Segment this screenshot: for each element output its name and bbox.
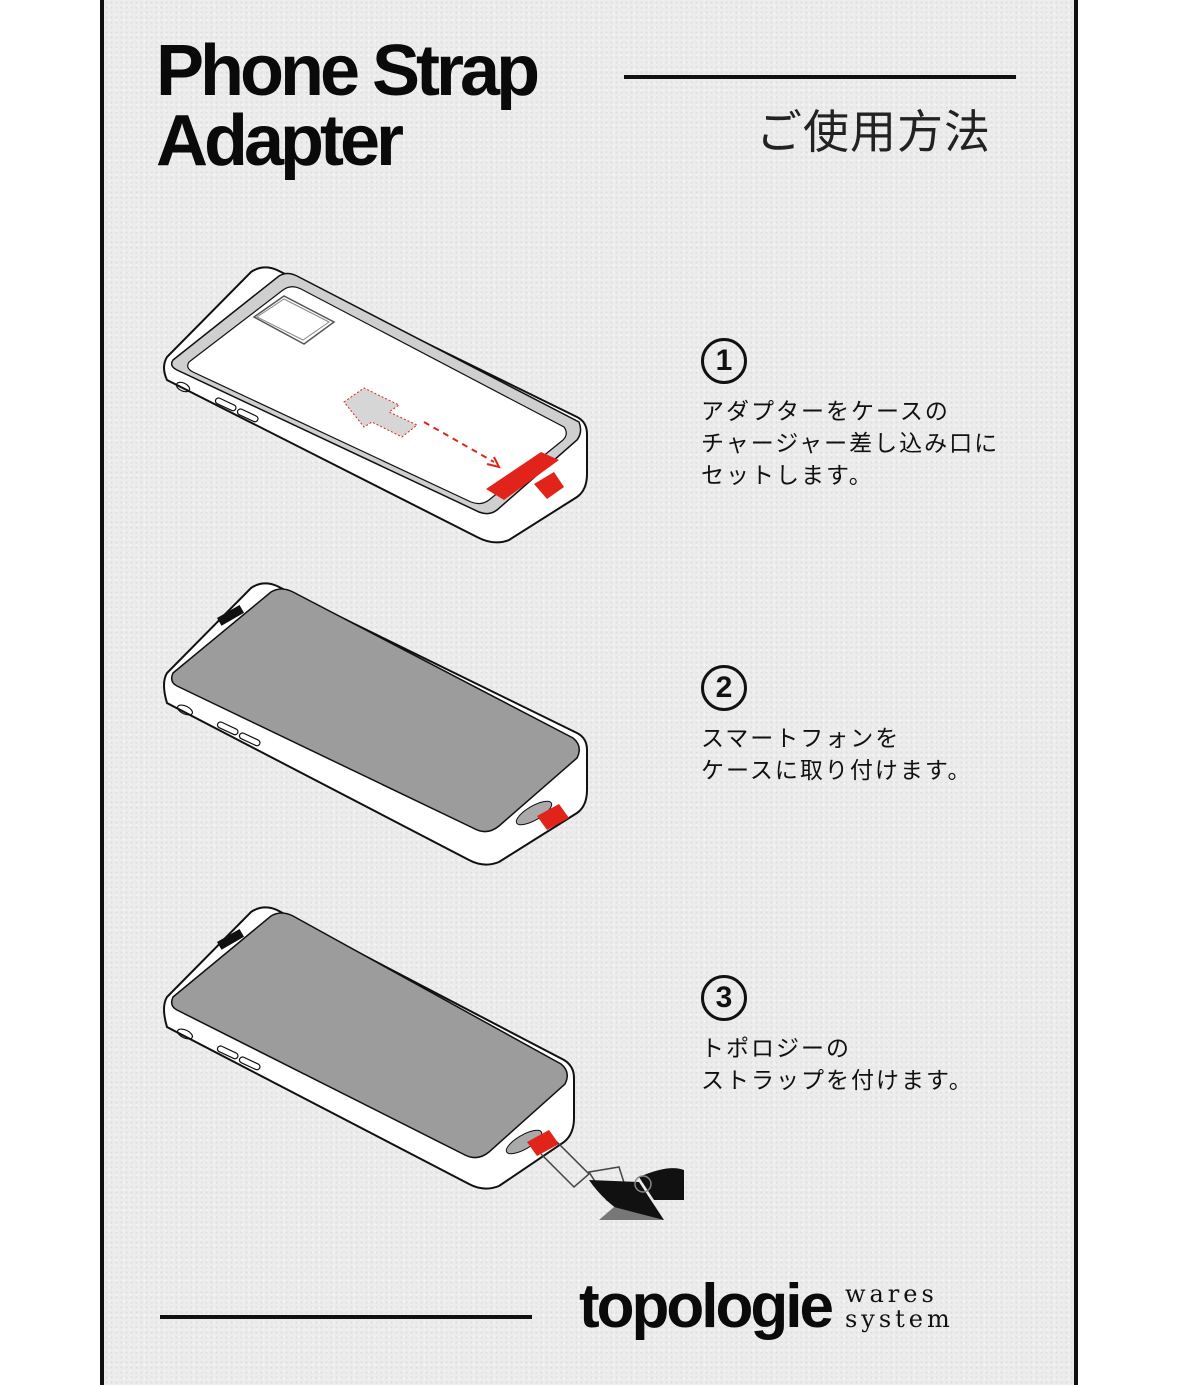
title-line-1: Phone Strap <box>156 31 540 111</box>
step-3-number-badge: 3 <box>701 975 747 1021</box>
step-2-text: スマートフォンを ケースに取り付けます。 <box>701 726 973 784</box>
brand-sub-line-1: wares <box>844 1280 938 1308</box>
step-2: 2 スマートフォンを ケースに取り付けます。 <box>701 665 973 787</box>
phone-in-case-illustration <box>163 582 588 866</box>
step-3: 3 トポロジーの ストラップを付けます。 <box>701 975 974 1097</box>
phone-with-strap-illustration <box>163 906 684 1220</box>
header-divider <box>624 75 1016 79</box>
open-case-with-adapter-illustration <box>163 266 588 544</box>
step-3-text: トポロジーの ストラップを付けます。 <box>701 1036 974 1094</box>
brand-name: topologie <box>579 1272 834 1341</box>
title-line-2: Adapter <box>156 101 404 181</box>
footer-divider <box>160 1315 532 1319</box>
page-subtitle: ご使用方法 <box>756 105 991 159</box>
page-title: Phone Strap Adapter <box>156 31 540 181</box>
step-1-number-badge: 1 <box>701 338 747 384</box>
step-1-text: アダプターをケースの チャージャー差し込み口に セットします。 <box>701 399 1000 489</box>
brand-sub-line-2: system <box>844 1305 954 1333</box>
brand-subtitle: wares system <box>845 1282 954 1332</box>
brand-logo: topologie wares system <box>579 1272 954 1342</box>
instruction-card: Phone Strap Adapter ご使用方法 <box>100 0 1078 1385</box>
step-2-number-badge: 2 <box>701 665 747 711</box>
step-1: 1 アダプターをケースの チャージャー差し込み口に セットします。 <box>701 338 999 492</box>
